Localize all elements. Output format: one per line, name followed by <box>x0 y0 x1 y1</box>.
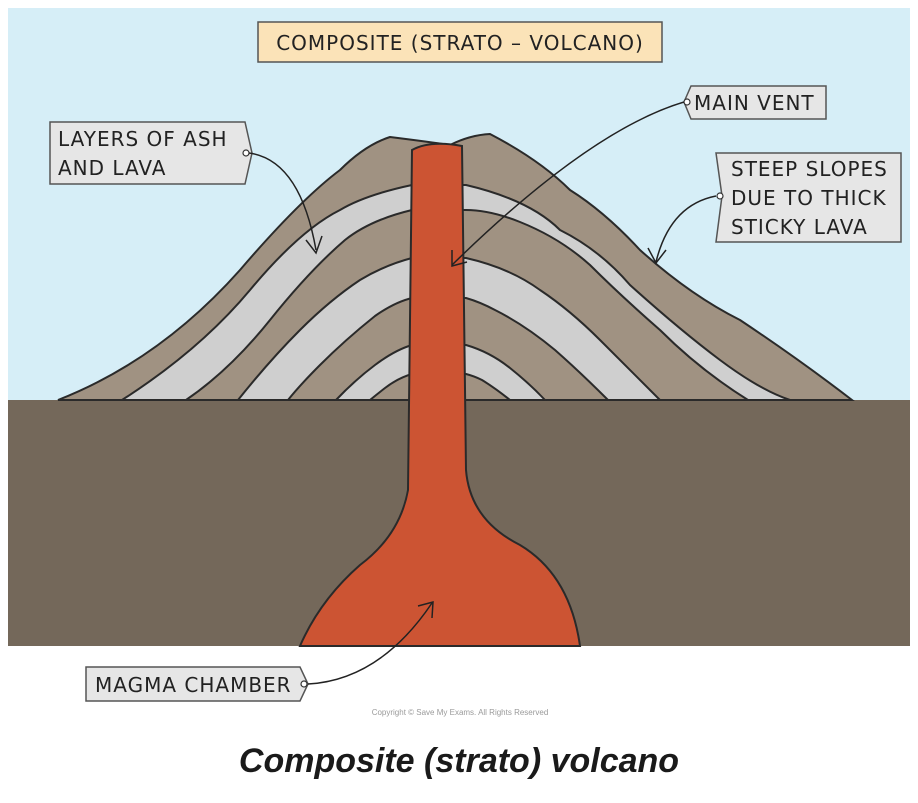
arrow-main-vent <box>451 101 685 266</box>
label-main-vent: MAIN VENT <box>451 85 827 267</box>
magma-vent-and-chamber <box>298 142 582 647</box>
arrow-steep-slopes <box>655 195 717 263</box>
label-main-vent-text: MAIN VENT <box>694 91 815 115</box>
label-steep-line3: STICKY LAVA <box>731 215 868 239</box>
label-magma-text: MAGMA CHAMBER <box>95 673 292 697</box>
diagram-title: COMPOSITE (STRATO – VOLCANO) <box>276 31 644 55</box>
ash-layers <box>118 184 791 401</box>
label-layers-line2: AND LAVA <box>58 156 167 180</box>
arrow-magma-chamber <box>307 602 433 685</box>
figure-caption: Composite (strato) volcano <box>238 742 680 780</box>
ash-layer-1 <box>118 184 791 401</box>
ash-layer-2 <box>235 257 663 401</box>
copyright-notice: Copyright © Save My Exams. All Rights Re… <box>372 708 549 717</box>
label-steep-slopes: STEEP SLOPES DUE TO THICK STICKY LAVA <box>647 152 902 265</box>
volcano-diagram: COMPOSITE (STRATO – VOLCANO) LAYERS OF A… <box>8 8 910 717</box>
label-layers-of-ash: LAYERS OF ASH AND LAVA <box>49 121 323 255</box>
title-box: COMPOSITE (STRATO – VOLCANO) <box>257 21 663 63</box>
label-magma-chamber: MAGMA CHAMBER <box>85 601 434 702</box>
arrow-layers <box>248 152 317 251</box>
label-steep-line2: DUE TO THICK <box>731 186 887 210</box>
label-layers-line1: LAYERS OF ASH <box>58 127 228 151</box>
label-steep-line1: STEEP SLOPES <box>731 157 888 181</box>
